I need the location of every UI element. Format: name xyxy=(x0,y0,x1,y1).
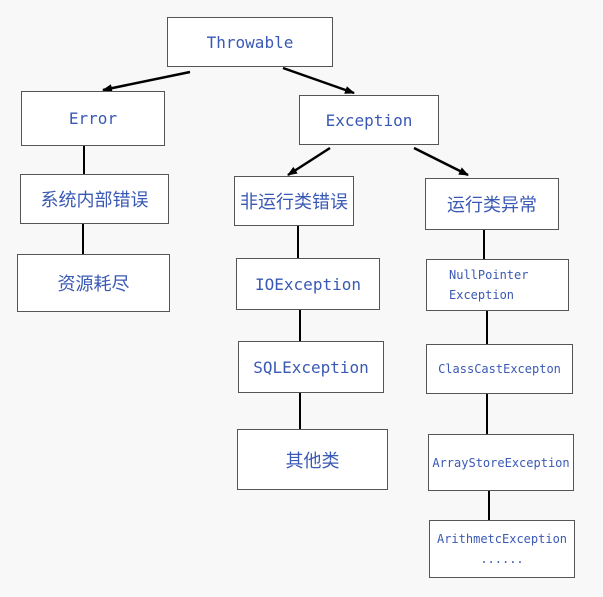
node-null-pointer-label-line2: Exception xyxy=(449,288,515,302)
node-array-store-exception: ArrayStoreException xyxy=(428,434,574,491)
arrow-exception-to-non-runtime xyxy=(287,146,331,177)
node-array-store-label: ArrayStoreException xyxy=(432,455,570,470)
node-throwable: Throwable xyxy=(167,17,333,67)
node-arithmetic-exception: ArithmetcException ...... xyxy=(429,520,575,578)
node-class-cast-exception: ClassCastExcepton xyxy=(426,344,573,394)
node-ellipsis: ...... xyxy=(480,552,524,566)
node-resource-exhausted-label: 资源耗尽 xyxy=(57,274,130,295)
arrow-throwable-to-exception xyxy=(282,66,355,95)
arrow-throwable-to-error xyxy=(102,70,191,93)
node-other-label: 其他类 xyxy=(285,450,340,472)
node-error: Error xyxy=(21,91,165,146)
node-runtime: 运行类异常 xyxy=(425,178,559,230)
node-null-pointer-exception: NullPointer Exception xyxy=(426,259,569,311)
node-throwable-label: Throwable xyxy=(206,32,294,52)
node-io-exception-label: IOException xyxy=(255,274,361,294)
node-resource-exhausted: 资源耗尽 xyxy=(17,254,170,312)
node-system-error: 系统内部错误 xyxy=(20,174,169,224)
node-runtime-label: 运行类异常 xyxy=(447,195,537,216)
node-io-exception: IOException xyxy=(236,258,380,310)
node-non-runtime: 非运行类错误 xyxy=(234,176,354,226)
node-exception-label: Exception xyxy=(325,110,413,130)
node-arithmetic-label: ArithmetcException xyxy=(436,532,568,546)
node-non-runtime-label: 非运行类错误 xyxy=(240,192,348,213)
node-error-label: Error xyxy=(68,109,118,128)
node-sql-exception: SQLException xyxy=(238,341,384,393)
node-class-cast-label: ClassCastExcepton xyxy=(438,362,561,376)
node-other: 其他类 xyxy=(237,429,388,490)
node-sql-exception-label: SQLException xyxy=(253,357,369,377)
node-exception: Exception xyxy=(299,95,439,145)
arrow-exception-to-runtime xyxy=(413,146,469,177)
node-null-pointer-label-line1: NullPointer xyxy=(449,268,529,282)
node-system-error-label: 系统内部错误 xyxy=(40,190,149,211)
